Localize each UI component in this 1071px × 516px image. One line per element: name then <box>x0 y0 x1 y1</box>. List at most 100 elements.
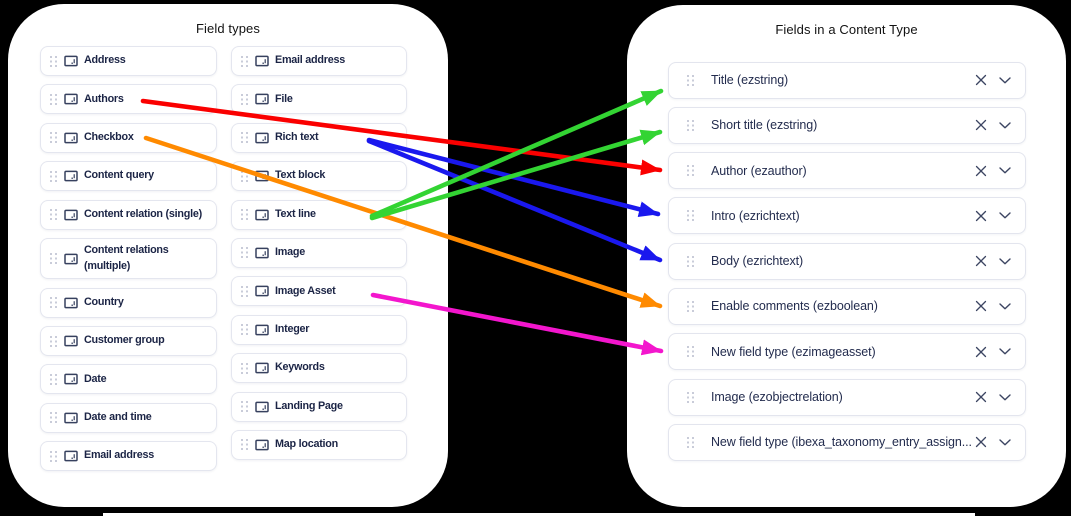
drag-handle-icon[interactable] <box>50 335 57 347</box>
field-type-item[interactable]: Country <box>40 287 217 318</box>
drag-handle-icon[interactable] <box>241 401 248 413</box>
close-icon[interactable] <box>974 164 988 178</box>
drag-handle-icon[interactable] <box>687 300 694 312</box>
content-field-label: Author (ezauthor) <box>711 163 807 178</box>
field-type-item[interactable]: Text block <box>231 161 407 192</box>
field-type-label: Date <box>84 372 107 385</box>
field-type-label: Integer <box>275 322 310 335</box>
chevron-down-icon[interactable] <box>999 122 1011 129</box>
chevron-down-icon[interactable] <box>999 212 1011 219</box>
content-field-row[interactable]: New field type (ibexa_taxonomy_entry_ass… <box>668 423 1026 461</box>
field-type-item[interactable]: Email address <box>40 441 217 472</box>
drag-handle-icon[interactable] <box>687 346 694 358</box>
field-type-item[interactable]: Content relation (single) <box>40 199 217 230</box>
field-type-item[interactable]: Customer group <box>40 326 217 357</box>
field-type-item[interactable]: File <box>231 84 407 115</box>
drag-handle-icon[interactable] <box>687 119 694 131</box>
drag-handle-icon[interactable] <box>50 93 57 105</box>
drag-handle-icon[interactable] <box>241 170 248 182</box>
field-type-item[interactable]: Checkbox <box>40 122 217 153</box>
input-field-icon <box>255 55 269 67</box>
field-type-item[interactable]: Text line <box>231 199 407 230</box>
drag-handle-icon[interactable] <box>50 450 57 462</box>
drag-handle-icon[interactable] <box>50 253 57 265</box>
close-icon[interactable] <box>974 390 988 404</box>
content-field-row[interactable]: Title (ezstring) <box>668 61 1026 99</box>
field-type-item[interactable]: Image <box>231 237 407 268</box>
drag-handle-icon[interactable] <box>241 247 248 259</box>
field-type-label: Customer group <box>84 334 165 347</box>
drag-handle-icon[interactable] <box>687 436 694 448</box>
close-icon[interactable] <box>974 118 988 132</box>
drag-handle-icon[interactable] <box>687 165 694 177</box>
drag-handle-icon[interactable] <box>241 439 248 451</box>
drag-handle-icon[interactable] <box>241 55 248 67</box>
drag-handle-icon[interactable] <box>241 93 248 105</box>
drag-handle-icon[interactable] <box>50 297 57 309</box>
content-type-fields-panel: Fields in a Content Type Title (ezstring… <box>627 5 1066 507</box>
field-type-label: Image <box>275 246 305 259</box>
close-icon[interactable] <box>974 299 988 313</box>
content-field-row[interactable]: Image (ezobjectrelation) <box>668 378 1026 416</box>
content-field-label: Body (ezrichtext) <box>711 254 804 269</box>
field-type-label: Keywords <box>275 361 325 374</box>
chevron-down-icon[interactable] <box>999 439 1011 446</box>
drag-handle-icon[interactable] <box>50 209 57 221</box>
drag-handle-icon[interactable] <box>241 324 248 336</box>
drag-handle-icon[interactable] <box>50 373 57 385</box>
close-icon[interactable] <box>974 73 988 87</box>
field-type-item[interactable]: Rich text <box>231 122 407 153</box>
field-type-item[interactable]: Integer <box>231 314 407 345</box>
close-icon[interactable] <box>974 345 988 359</box>
field-type-item[interactable]: Email address <box>231 46 407 76</box>
drag-handle-icon[interactable] <box>241 209 248 221</box>
close-icon[interactable] <box>974 254 988 268</box>
drag-handle-icon[interactable] <box>687 74 694 86</box>
content-field-label: Enable comments (ezboolean) <box>711 299 878 314</box>
content-field-row[interactable]: Intro (ezrichtext) <box>668 197 1026 235</box>
field-type-label: Email address <box>275 54 345 67</box>
input-field-icon <box>64 335 78 347</box>
field-type-item[interactable]: Date <box>40 364 217 395</box>
drag-handle-icon[interactable] <box>50 55 57 67</box>
drag-handle-icon[interactable] <box>50 132 57 144</box>
content-field-row[interactable]: New field type (ezimageasset) <box>668 333 1026 371</box>
chevron-down-icon[interactable] <box>999 76 1011 84</box>
field-type-item[interactable]: Content relations (multiple) <box>40 237 217 280</box>
drag-handle-icon[interactable] <box>241 132 248 144</box>
field-type-item[interactable]: Authors <box>40 84 217 115</box>
field-type-item[interactable]: Keywords <box>231 353 407 384</box>
chevron-down-icon[interactable] <box>999 393 1011 401</box>
field-type-label: Address <box>84 54 126 67</box>
content-field-row[interactable]: Enable comments (ezboolean) <box>668 287 1026 325</box>
field-type-item[interactable]: Map location <box>231 429 407 460</box>
field-type-label: Content relation (single) <box>84 207 202 220</box>
chevron-down-icon[interactable] <box>999 303 1011 310</box>
field-type-item[interactable]: Landing Page <box>231 391 407 422</box>
chevron-down-icon[interactable] <box>999 257 1011 265</box>
drag-handle-icon[interactable] <box>687 210 694 222</box>
field-types-panel: Field types Address Authors <box>8 4 448 507</box>
input-field-icon <box>64 412 78 424</box>
content-field-row[interactable]: Body (ezrichtext) <box>668 242 1026 280</box>
content-field-row[interactable]: Author (ezauthor) <box>668 152 1026 190</box>
drag-handle-icon[interactable] <box>50 170 57 182</box>
drag-handle-icon[interactable] <box>241 362 248 374</box>
field-type-item[interactable]: Address <box>40 46 217 76</box>
content-field-row[interactable]: Short title (ezstring) <box>668 106 1026 144</box>
chevron-down-icon[interactable] <box>999 348 1011 355</box>
field-type-item[interactable]: Date and time <box>40 402 217 433</box>
close-icon[interactable] <box>974 435 988 449</box>
field-type-item[interactable]: Content query <box>40 161 217 192</box>
drag-handle-icon[interactable] <box>687 391 694 403</box>
field-type-label: Content relations (multiple) <box>84 243 169 272</box>
input-field-icon <box>255 170 269 182</box>
drag-handle-icon[interactable] <box>687 255 694 267</box>
drag-handle-icon[interactable] <box>241 285 248 297</box>
close-icon[interactable] <box>974 209 988 223</box>
field-type-label: Content query <box>84 169 154 182</box>
field-type-item[interactable]: Image Asset <box>231 276 407 307</box>
drag-handle-icon[interactable] <box>50 412 57 424</box>
chevron-down-icon[interactable] <box>999 167 1011 174</box>
